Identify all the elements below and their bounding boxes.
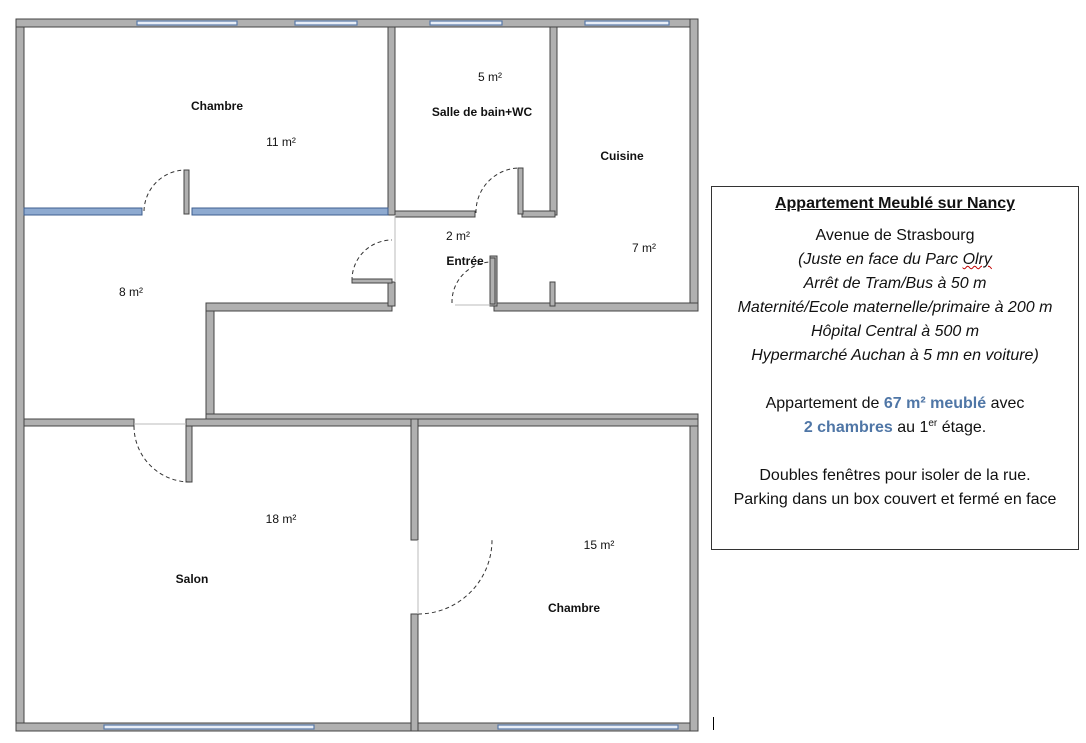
- room-area-couloir: 8 m²: [119, 285, 143, 299]
- description-surface: 67 m² meublé: [883, 395, 987, 412]
- room-name-chambre-top: Chambre: [191, 99, 243, 113]
- listing-location-line-5: Hypermarché Auchan à 5 mn en voiture): [751, 347, 1039, 364]
- wall-cuisine-left-lower: [549, 281, 556, 307]
- text-cursor: [713, 717, 714, 730]
- description-suffix: avec: [986, 395, 1025, 412]
- window-chambre-top-1: [136, 20, 238, 26]
- door-swing-salon: [133, 425, 191, 483]
- room-area-chambre-bottom: 15 m²: [584, 538, 615, 552]
- wall-chambre-bottom-top: [417, 418, 699, 427]
- door-leaf-chambre-top: [183, 169, 190, 215]
- listing-title: Appartement Meublé sur Nancy: [774, 195, 1016, 212]
- door-leaf-sdb: [517, 167, 524, 215]
- room-name-chambre-bottom: Chambre: [548, 601, 600, 615]
- door-leaf-entree-bottom: [489, 257, 496, 305]
- wall-outer-left: [15, 18, 25, 732]
- door-swing-chambre-bottom: [417, 539, 493, 615]
- door-swing-chambre-top: [143, 169, 187, 212]
- rooms-count: 2 chambres: [803, 419, 893, 436]
- room-area-salon: 18 m²: [266, 512, 297, 526]
- listing-windows: Doubles fenêtres pour isoler de la rue.: [759, 467, 1031, 484]
- listing-location-line-2: Arrêt de Tram/Bus à 50 m: [803, 275, 987, 292]
- window-salon: [103, 724, 315, 730]
- room-name-cuisine: Cuisine: [600, 149, 644, 163]
- wall-notch-bottom: [493, 302, 699, 312]
- door-swing-entree-bottom: [451, 261, 493, 304]
- window-cuisine: [584, 20, 670, 26]
- window-chambre-bottom: [497, 724, 679, 730]
- listing-location-line-1: (Juste en face du Parc Olry: [712, 248, 1078, 272]
- wall-salon-chambre-upper: [410, 418, 419, 541]
- wall-sdb-bottom: [394, 210, 476, 218]
- listing-location-line-4: Hôpital Central à 500 m: [810, 323, 980, 340]
- listing-location-line-3: Maternité/Ecole maternelle/primaire à 20…: [737, 299, 1053, 316]
- wall-notch-left: [205, 302, 215, 421]
- floor-plan: Chambre 11 m² 5 m² Salle de bain+WC Cuis…: [15, 18, 699, 732]
- wall-salon-top-right: [185, 418, 417, 427]
- door-swing-sdb: [475, 167, 521, 214]
- room-area-chambre-top: 11 m²: [266, 135, 296, 149]
- window-chambre-top-2: [294, 20, 358, 26]
- partition-chambre-blue-right: [191, 207, 389, 216]
- wall-entree-left: [387, 281, 396, 307]
- rooms-floor-suffix: étage.: [937, 419, 987, 436]
- location-line-1-prefix: (Juste en face du Parc: [798, 251, 963, 268]
- wall-sdb-right: [549, 26, 558, 216]
- wall-sdb-bottom-right: [521, 210, 556, 218]
- listing-parking: Parking dans un box couvert et fermé en …: [733, 491, 1057, 508]
- rooms-floor-prefix: au 1: [892, 419, 929, 436]
- listing-info-box: Appartement Meublé sur Nancy Avenue de S…: [711, 186, 1079, 550]
- spellcheck-word: Olry: [962, 251, 992, 268]
- partition-chambre-blue-left: [23, 207, 143, 216]
- room-area-entree: 2 m²: [446, 229, 470, 243]
- room-name-entree: Entrée: [446, 254, 484, 268]
- wall-salon-chambre-lower: [410, 613, 419, 732]
- wall-chambre-right: [387, 26, 396, 216]
- room-name-salon: Salon: [176, 572, 209, 586]
- wall-notch-top-left: [205, 302, 393, 312]
- listing-address: Avenue de Strasbourg: [815, 227, 975, 244]
- wall-outer-right: [689, 18, 699, 312]
- room-name-sdb: Salle de bain+WC: [432, 105, 533, 119]
- wall-salon-door-jamb: [185, 425, 193, 483]
- floor-superscript: er: [928, 418, 938, 429]
- wall-salon-top-left: [23, 418, 135, 427]
- room-area-cuisine: 7 m²: [632, 241, 656, 255]
- listing-rooms: 2 chambres au 1er étage.: [712, 416, 1078, 440]
- room-area-sdb: 5 m²: [478, 70, 502, 84]
- listing-description: Appartement de 67 m² meublé avec: [712, 392, 1078, 416]
- description-prefix: Appartement de: [765, 395, 884, 412]
- door-swing-entree-left: [351, 239, 393, 282]
- window-sdb: [429, 20, 503, 26]
- door-leaf-entree-left: [351, 278, 393, 284]
- wall-outer-right-lower: [689, 416, 699, 732]
